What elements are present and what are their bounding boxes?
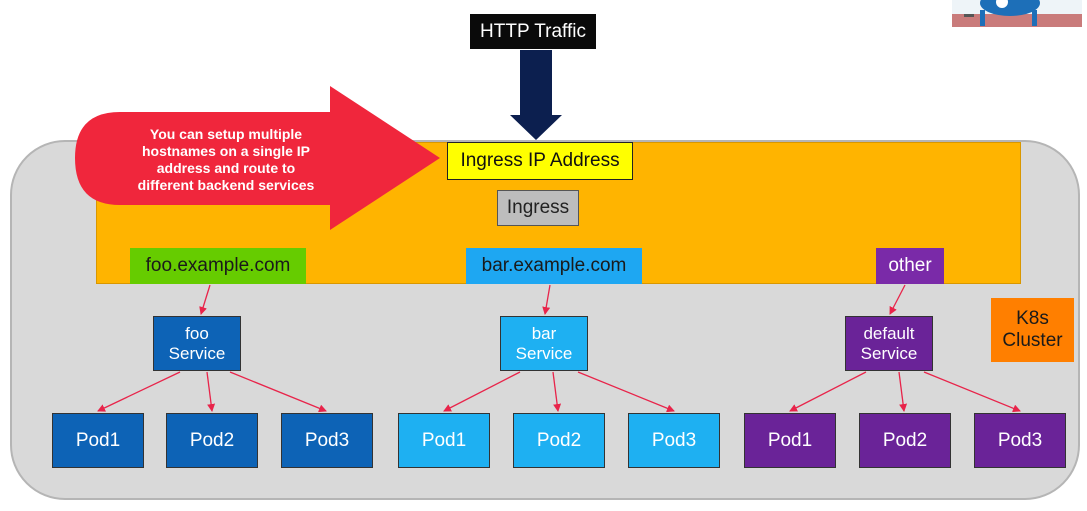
- bar-pod3: Pod3: [628, 413, 720, 468]
- http-traffic-label: HTTP Traffic: [470, 14, 596, 49]
- bar-pod1: Pod1: [398, 413, 490, 468]
- foo-pod1: Pod1: [52, 413, 144, 468]
- ingress-label: Ingress: [497, 190, 579, 226]
- host-other: other: [876, 248, 944, 284]
- foo-pod2: Pod2: [166, 413, 258, 468]
- connector-foo-host-service: [199, 284, 211, 315]
- connector-other-host-service: [889, 284, 906, 315]
- connector-foo-pod3: [229, 371, 327, 413]
- callout-right-arrow-icon: [75, 86, 440, 230]
- foo-service-name: foo: [185, 323, 209, 343]
- host-bar: bar.example.com: [466, 248, 642, 284]
- bar-service-box: bar Service: [500, 316, 588, 371]
- ingress-ip-address-label: Ingress IP Address: [447, 142, 633, 180]
- traffic-down-arrow-icon: [510, 50, 562, 140]
- foo-service-box: foo Service: [153, 316, 241, 371]
- connector-default-pod2: [898, 371, 908, 412]
- connector-foo-pod1: [97, 371, 181, 412]
- callout-text: You can setup multiple hostnames on a si…: [137, 125, 315, 194]
- k8s-label-line1: K8s: [1016, 308, 1049, 330]
- default-pod1: Pod1: [744, 413, 836, 468]
- foo-pod3: Pod3: [281, 413, 373, 468]
- default-service-box: default Service: [845, 316, 933, 371]
- k8s-label-line2: Cluster: [1002, 330, 1063, 351]
- host-foo: foo.example.com: [130, 248, 306, 284]
- mascot-icon: [952, 0, 1082, 27]
- k8s-cluster-label: K8s Cluster: [991, 298, 1074, 362]
- default-service-word: Service: [860, 343, 918, 363]
- foo-service-word: Service: [168, 343, 226, 363]
- bar-service-name: bar: [531, 323, 557, 343]
- bar-pod2: Pod2: [513, 413, 605, 468]
- bar-service-word: Service: [515, 343, 573, 363]
- connector-default-pod1: [789, 371, 867, 412]
- default-pod3: Pod3: [974, 413, 1066, 468]
- connector-bar-pod1: [443, 371, 521, 412]
- connector-bar-pod3: [577, 371, 675, 413]
- default-service-name: default: [863, 323, 915, 343]
- connector-bar-pod2: [552, 371, 562, 412]
- connector-foo-pod2: [206, 371, 216, 412]
- connector-default-pod3: [923, 371, 1021, 413]
- connector-bar-host-service: [542, 284, 551, 315]
- default-pod2: Pod2: [859, 413, 951, 468]
